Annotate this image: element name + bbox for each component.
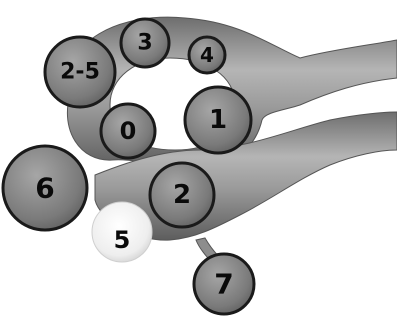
node-5-label: 5	[114, 226, 131, 254]
node-7: 7	[194, 254, 254, 314]
node-2: 2	[150, 163, 214, 227]
node-7-label: 7	[214, 268, 233, 301]
node-6: 6	[3, 146, 87, 230]
node-3-label: 3	[137, 31, 152, 56]
node-2-5-label: 2-5	[60, 60, 100, 85]
node-1-label: 1	[209, 105, 227, 135]
node-6-label: 6	[35, 172, 54, 205]
node-1: 1	[185, 87, 251, 153]
node-0-label: 0	[120, 117, 137, 145]
node-3: 3	[121, 19, 169, 67]
node-4-label: 4	[200, 43, 214, 67]
node-4: 4	[189, 37, 225, 73]
node-2-5: 2-5	[45, 37, 115, 107]
node-2-label: 2	[173, 180, 191, 210]
node-5: 5	[92, 202, 152, 262]
node-0: 0	[101, 104, 155, 158]
